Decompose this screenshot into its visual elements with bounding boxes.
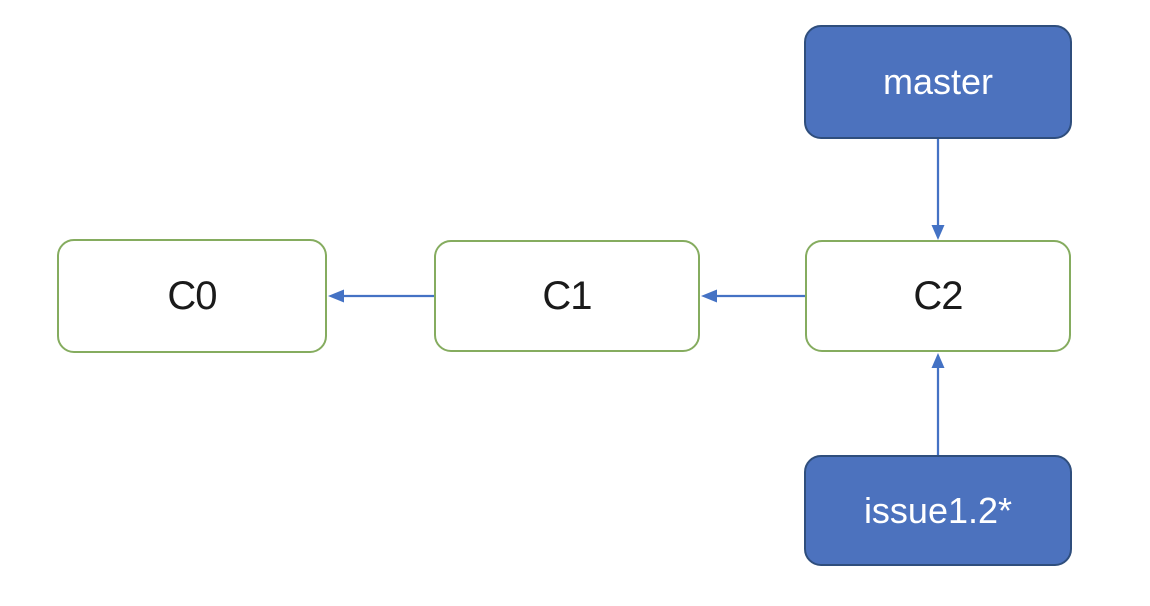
arrow-master-to-c2 <box>931 139 945 240</box>
arrow-c1-to-c0 <box>328 289 434 303</box>
branch-node-issue: issue1.2* <box>804 455 1072 566</box>
branch-node-master: master <box>804 25 1072 139</box>
commit-label-c0: C0 <box>167 273 217 318</box>
commit-node-c1: C1 <box>434 240 700 352</box>
commit-label-c1: C1 <box>542 273 592 318</box>
arrow-c2-to-c1 <box>701 289 805 303</box>
commit-label-c2: C2 <box>913 273 963 318</box>
branch-label-master: master <box>882 61 994 102</box>
commit-node-c0: C0 <box>57 239 327 353</box>
branch-label-issue: issue1.2* <box>863 489 1013 531</box>
commit-node-c2: C2 <box>805 240 1071 352</box>
arrow-issue-to-c2 <box>931 353 945 455</box>
